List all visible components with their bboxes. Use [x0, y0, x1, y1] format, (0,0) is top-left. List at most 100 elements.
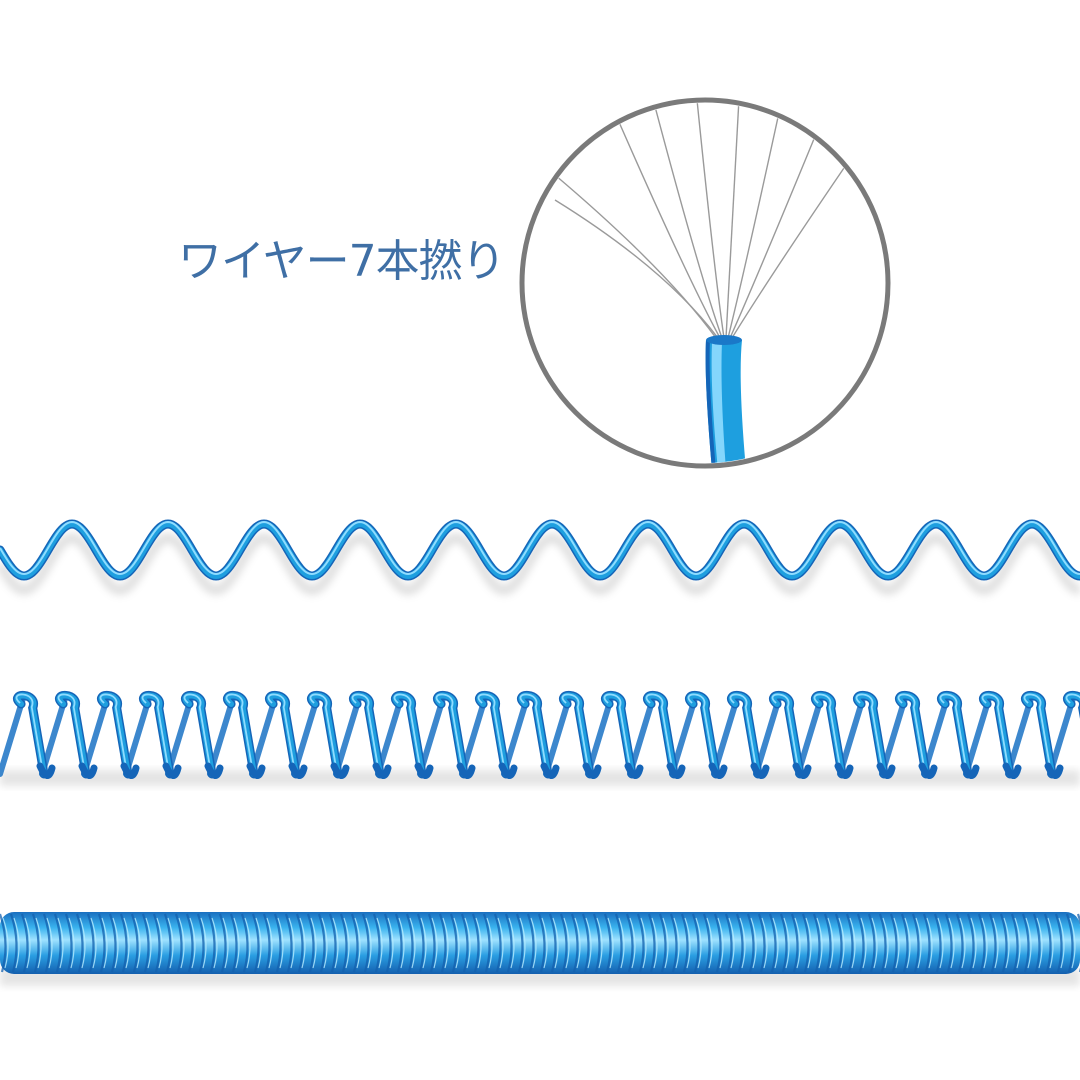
coil-ridge-highlight — [695, 917, 702, 969]
coil-ridge — [713, 913, 722, 973]
coil-loop — [1063, 690, 1080, 719]
coil-ridge-highlight — [992, 917, 999, 969]
coil-ridge-highlight — [24, 917, 31, 969]
coil-ridge — [801, 913, 810, 973]
coil-ridge — [911, 913, 920, 973]
coil-turn — [708, 762, 728, 779]
coil-loop-highlight — [897, 693, 926, 774]
wire-strand — [647, 103, 723, 339]
coil-ridge-highlight — [618, 917, 625, 969]
coil-ridge-highlight — [277, 917, 284, 969]
coil-ridge — [207, 913, 216, 973]
coil-ridge — [889, 913, 898, 973]
coil-ridge — [229, 913, 238, 973]
wire-strand — [554, 199, 719, 339]
coil-turn — [1044, 762, 1064, 779]
coil-ridge — [86, 913, 95, 973]
coil-ridge-highlight — [684, 917, 691, 969]
coil-turn — [624, 762, 644, 779]
coil-ridge-highlight — [508, 917, 515, 969]
coil-turn — [876, 762, 896, 779]
coil-ridge — [790, 913, 799, 973]
coil-turn — [792, 762, 812, 779]
coil-ridge-highlight — [233, 917, 240, 969]
wire-strand — [729, 103, 831, 339]
coil-ridge — [658, 913, 667, 973]
coil-ridge-highlight — [299, 917, 306, 969]
coil-ridge — [97, 913, 106, 973]
coil-ridge-highlight — [112, 917, 119, 969]
coil-turn — [666, 762, 686, 779]
coil-loop-highlight — [435, 693, 464, 774]
coil-back-strand — [0, 695, 27, 777]
coil-ridge-highlight — [541, 917, 548, 969]
coil-ridge-highlight — [1014, 917, 1021, 969]
coil-ridge — [251, 913, 260, 973]
coil-ridge — [438, 913, 447, 973]
coil-ridge — [75, 913, 84, 973]
coil-ridge — [691, 913, 700, 973]
coil-ridge-highlight — [409, 917, 416, 969]
coil-ridge — [174, 913, 183, 973]
coil-ridge-highlight — [607, 917, 614, 969]
coil-ridge — [416, 913, 425, 973]
coil-ridge — [53, 913, 62, 973]
coil-ridge-highlight — [57, 917, 64, 969]
coil-ridge — [977, 913, 986, 973]
coil-ridge-highlight — [178, 917, 185, 969]
coil-ridge — [328, 913, 337, 973]
coil-ridge-highlight — [354, 917, 361, 969]
coil-ridge — [878, 913, 887, 973]
coil-loop-highlight — [99, 693, 128, 774]
coil-turn — [540, 762, 560, 779]
coil-ridge-highlight — [101, 917, 108, 969]
coil-ridge-highlight — [959, 917, 966, 969]
coil-ridge-highlight — [585, 917, 592, 969]
coil-ridge-highlight — [849, 917, 856, 969]
stranded-wire-icon — [554, 103, 871, 463]
coil-ridge-highlight — [651, 917, 658, 969]
coil-ridge-highlight — [35, 917, 42, 969]
coil-ridge — [20, 913, 29, 973]
coil-ridge — [372, 913, 381, 973]
coil-turn — [36, 762, 56, 779]
coil-ridge-highlight — [552, 917, 559, 969]
coil-ridge — [867, 913, 876, 973]
coil-ridge-highlight — [882, 917, 889, 969]
coil-ridge-highlight — [596, 917, 603, 969]
coil-ridge-highlight — [486, 917, 493, 969]
coil-turn — [78, 762, 98, 779]
coil-ridge — [757, 913, 766, 973]
coil-ridge-highlight — [860, 917, 867, 969]
coil-ridge — [273, 913, 282, 973]
coil-ridge — [603, 913, 612, 973]
coil-turn — [582, 762, 602, 779]
coil-ridge-highlight — [123, 917, 130, 969]
coil-ridge-highlight — [464, 917, 471, 969]
coil-ridge-highlight — [134, 917, 141, 969]
coil-ridge — [0, 913, 7, 973]
coil-ridge — [405, 913, 414, 973]
coil-ridge-highlight — [442, 917, 449, 969]
coil-turn — [456, 762, 476, 779]
coil-ridge-highlight — [739, 917, 746, 969]
coil-ridge — [548, 913, 557, 973]
coil-ridge-highlight — [13, 917, 20, 969]
coil-loop-highlight — [645, 693, 674, 774]
coil-ridge — [240, 913, 249, 973]
coil-ridge-highlight — [1003, 917, 1010, 969]
coil-loop-highlight — [57, 693, 86, 774]
coil-turn — [288, 762, 308, 779]
coil-ridge-highlight — [453, 917, 460, 969]
coil-ridge — [185, 913, 194, 973]
coil-ridge — [592, 913, 601, 973]
coil-ridge-highlight — [68, 917, 75, 969]
strand-detail-inset — [519, 97, 891, 469]
loose-coil — [0, 519, 1080, 596]
coil-ridge-highlight — [794, 917, 801, 969]
coil-ridge — [262, 913, 271, 973]
coil-ridge — [482, 913, 491, 973]
coil-ridge — [636, 913, 645, 973]
coil-ridge — [64, 913, 73, 973]
coil-ridge-highlight — [167, 917, 174, 969]
